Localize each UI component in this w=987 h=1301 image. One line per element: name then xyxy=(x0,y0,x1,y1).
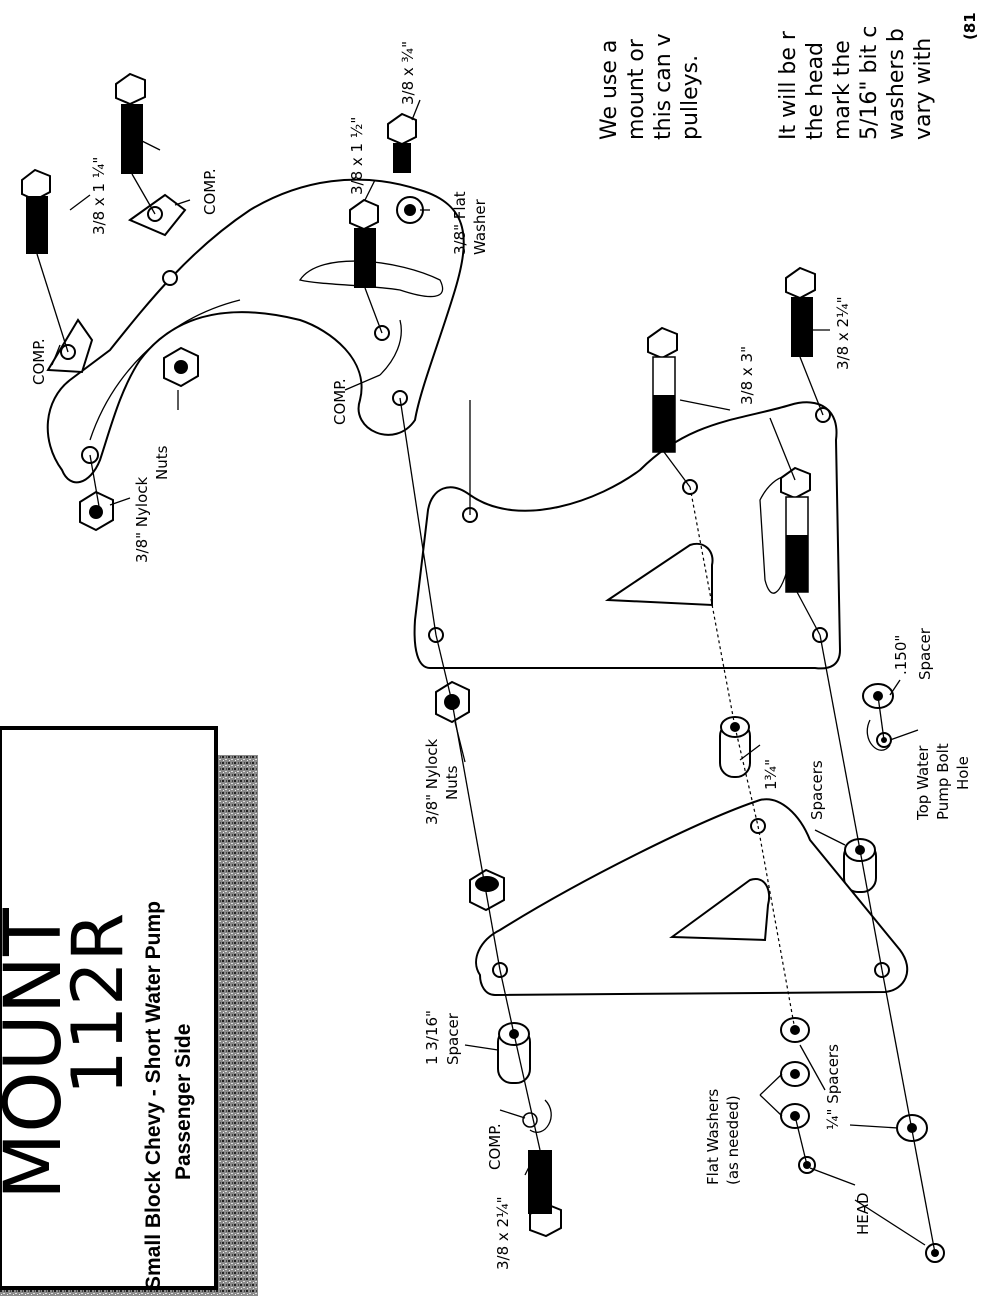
bolt-thread xyxy=(528,1150,552,1214)
label-spacers: Spacers xyxy=(808,760,826,820)
label-spacer-1316: 1 3/16" xyxy=(423,1010,441,1065)
instructions-text: We use a mount or this can v pulleys. It… xyxy=(597,26,936,140)
bracket-edge-line xyxy=(89,299,241,441)
instruction-line: It will be r xyxy=(776,30,801,140)
title-word: MOUNT xyxy=(0,908,79,1200)
nylock-nut-lower xyxy=(469,868,505,912)
bolt-38x3-a xyxy=(647,326,678,453)
label-spacer-134: 1¾" xyxy=(762,759,780,790)
label-nuts: Nuts xyxy=(443,765,461,800)
bolt-head xyxy=(387,112,417,146)
phone-fragment: (81 xyxy=(961,12,979,40)
bolt-head xyxy=(349,198,379,231)
instruction-line: vary with xyxy=(911,38,936,140)
instruction-line: mount or xyxy=(624,38,649,140)
bolt-38x114-a xyxy=(21,168,69,353)
bolt-thread xyxy=(653,395,675,452)
label-flat-washer-2: Washer xyxy=(471,198,489,255)
label-quarter-spacers: ¼" Spacers xyxy=(824,1044,842,1130)
label-top-water-2: Pump Bolt xyxy=(934,743,952,820)
comp-clip-lower xyxy=(522,1099,552,1133)
instruction-line: mark the xyxy=(830,40,855,140)
bolt-38x3-b xyxy=(780,466,811,593)
label-nylock: 3/8" Nylock xyxy=(133,477,151,563)
labels: 3/8 x 1 ¼" COMP. COMP. 3/8 x 1 ½" 3/8 x … xyxy=(30,41,972,1270)
bolt-thread xyxy=(354,228,376,288)
instruction-line: pulleys. xyxy=(678,55,703,140)
bolt-thread xyxy=(26,196,48,254)
label-spacer: Spacer xyxy=(916,627,934,680)
label-nylock: 3/8" Nylock xyxy=(423,739,441,825)
main-plate xyxy=(413,401,842,670)
title-side: Passenger Side xyxy=(172,1024,195,1180)
triangle-cutout xyxy=(604,542,714,607)
label-spacer-150: .150" xyxy=(892,635,910,675)
nylock-nut-upper-a xyxy=(79,490,114,532)
label-flat-washer: 3/8" Flat xyxy=(451,191,469,255)
bolt-thread xyxy=(791,297,813,357)
label-spacer: Spacer xyxy=(444,1012,462,1065)
label-bolt-38x112: 3/8 x 1 ½" xyxy=(348,117,366,195)
bolt-head xyxy=(785,266,816,300)
leader-lines xyxy=(51,99,926,1246)
comp-tab-outline xyxy=(379,319,402,376)
bolt-38x214-top xyxy=(785,266,816,357)
label-nuts: Nuts xyxy=(153,445,171,480)
title-number: 112R xyxy=(57,913,139,1095)
label-flat-washers: Flat Washers xyxy=(704,1089,722,1185)
label-as-needed: (as needed) xyxy=(724,1095,742,1185)
instruction-line: this can v xyxy=(651,33,676,140)
label-comp: COMP. xyxy=(331,378,349,425)
label-head: HEAD xyxy=(854,1192,872,1235)
bolt-thread xyxy=(393,143,411,173)
title-subtitle: Small Block Chevy - Short Water Pump xyxy=(142,901,165,1290)
lower-plate xyxy=(475,798,909,997)
instruction-line: the head xyxy=(803,42,828,140)
bracket-hole xyxy=(162,270,178,286)
compressor-bracket xyxy=(46,178,465,484)
instruction-line: 5/16" bit c xyxy=(857,26,882,140)
label-bolt-38x214-lower: 3/8 x 2¼" xyxy=(494,1196,512,1270)
bolt-thread xyxy=(786,535,808,592)
instruction-line: We use a xyxy=(597,40,622,140)
main-plate-body xyxy=(413,401,842,670)
nylock-nut-upper-b xyxy=(163,346,199,388)
title-box: MOUNT 112R Small Block Chevy - Short Wat… xyxy=(0,726,258,1296)
label-top-water-3: Hole xyxy=(954,756,972,790)
adjust-slot xyxy=(298,260,444,298)
label-comp: COMP. xyxy=(486,1123,504,1170)
label-bolt-38x214: 3/8 x 2¼" xyxy=(834,296,852,370)
lower-triangle-cutout xyxy=(669,878,770,942)
spacer-134-a xyxy=(719,716,751,778)
label-top-water-1: Top Water xyxy=(914,745,932,821)
label-comp: COMP. xyxy=(30,338,48,385)
bolt-38x112 xyxy=(349,198,383,334)
bolt-head xyxy=(115,72,146,106)
bolt-head xyxy=(647,326,678,360)
label-bolt-38x3: 3/8 x 3" xyxy=(738,346,756,405)
instruction-line: washers b xyxy=(884,28,909,140)
label-bolt-38x34: 3/8 x ¾" xyxy=(399,41,417,105)
title-box-frame xyxy=(0,726,218,1290)
bolt-head xyxy=(21,168,51,202)
label-bolt-38x114: 3/8 x 1 ¼" xyxy=(90,157,108,235)
flat-washers xyxy=(780,1017,810,1129)
assembly-lines xyxy=(89,356,936,1254)
bolt-head xyxy=(780,466,811,500)
lower-plate-body xyxy=(475,798,909,997)
bolt-thread xyxy=(121,104,143,174)
bolt-38x214-lower xyxy=(528,1150,562,1238)
bolt-38x34 xyxy=(387,112,424,224)
bolt-38x114-b xyxy=(115,72,156,215)
label-comp: COMP. xyxy=(201,168,219,215)
water-pump-bolt-hole xyxy=(866,719,892,751)
